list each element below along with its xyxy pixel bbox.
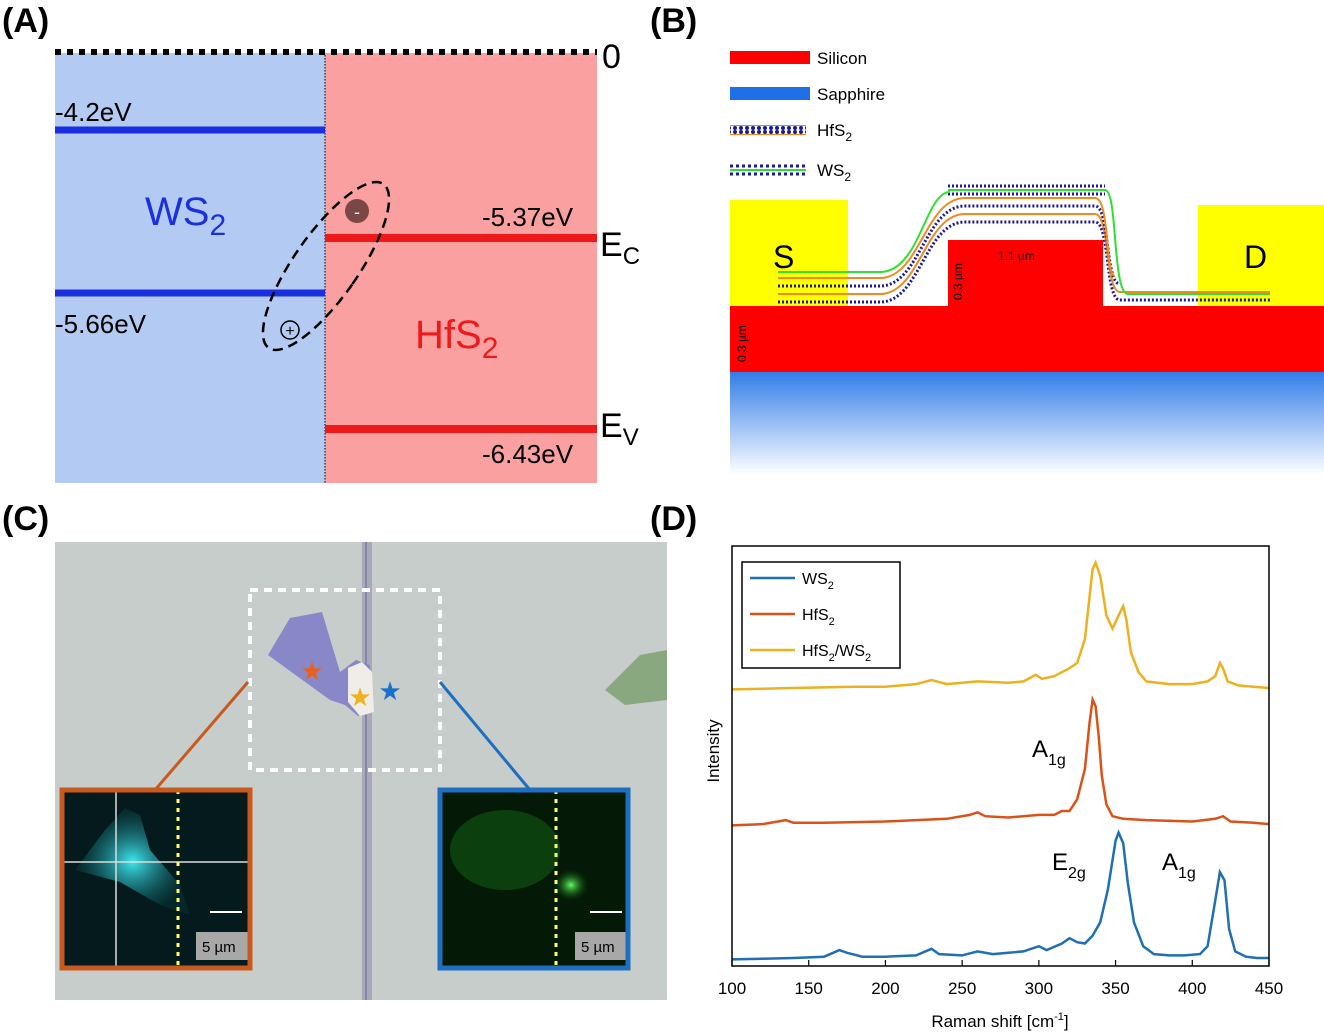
- source-label: S: [773, 239, 794, 275]
- plot-area: [731, 559, 1270, 961]
- hfs2-vb-value: -6.43eV: [482, 439, 574, 469]
- hfs2-flake: [778, 197, 1270, 304]
- x-axis-ticks: 100 150 200 250 300 350 400 450: [718, 960, 1283, 998]
- legend-entry-hfs2: HfS2: [802, 607, 835, 628]
- x-tick-label-1: 150: [795, 979, 823, 998]
- x-tick-label-2: 200: [871, 979, 899, 998]
- zoom-line-left: [153, 681, 250, 791]
- electron-icon: [345, 199, 369, 223]
- panel-label-b: (B): [650, 2, 698, 40]
- x-tick-label-0: 100: [718, 979, 746, 998]
- hole-icon: [280, 320, 300, 340]
- silicon-step: [948, 240, 1103, 308]
- drain-label: D: [1244, 239, 1267, 275]
- charge-transfer-ellipse: [261, 180, 391, 352]
- panel-label-a: (A): [2, 2, 50, 40]
- dim-step-height: 0.3 µm: [951, 263, 965, 300]
- y-axis-label: Intensity: [704, 719, 723, 783]
- silicon-layer: [730, 306, 1324, 372]
- annotation-a1g-ws2: A1g: [1162, 849, 1196, 882]
- scale-label-left: 5 µm: [202, 939, 236, 956]
- hfs2-cb-value: -5.37eV: [482, 202, 574, 232]
- sapphire-substrate: [730, 370, 1324, 475]
- legend-entry-hetero: HfS2/WS2: [802, 643, 871, 664]
- series-line-2: [731, 559, 1270, 691]
- star-orange-icon: ★: [300, 656, 323, 686]
- x-tick-label-4: 300: [1025, 979, 1053, 998]
- zero-label: 0: [602, 38, 621, 76]
- hfs2-region: [325, 53, 597, 483]
- silicon-ridge: [362, 542, 372, 1000]
- electron-symbol: -: [354, 202, 360, 222]
- ws2-flake: [778, 184, 1270, 295]
- legend-swatch-silicon: [730, 51, 810, 64]
- drain-contact: [1198, 205, 1324, 306]
- x-tick-label-3: 250: [948, 979, 976, 998]
- hfs2-flake-image: [268, 612, 372, 716]
- annotation-a1g-hfs2: A1g: [1032, 736, 1066, 769]
- band-diagram: 0 -4.2eV -5.66eV -5.37eV -6.43eV EC EV W…: [55, 38, 640, 483]
- panel-label-d: (D): [650, 500, 698, 538]
- x-tick-label-6: 400: [1178, 979, 1206, 998]
- legend-label-silicon: Silicon: [817, 49, 867, 68]
- plot-frame: [731, 545, 1270, 967]
- ws2-cb-value: -4.2eV: [55, 97, 132, 127]
- legend-label-ws2: WS2: [817, 161, 851, 184]
- zoom-line-right: [438, 681, 532, 791]
- zoom-box: [248, 588, 442, 772]
- star-yellow-icon: ★: [348, 682, 371, 712]
- ev-label: EV: [600, 407, 639, 451]
- x-tick-label-5: 350: [1101, 979, 1129, 998]
- legend-label-sapphire: Sapphire: [817, 85, 885, 104]
- pl-map-ws2: [440, 790, 628, 968]
- inset-frame-left: [59, 787, 253, 971]
- legend-swatch-hfs2: [730, 125, 806, 135]
- ec-label: EC: [600, 226, 640, 270]
- legend-label-hfs2: HfS2: [817, 121, 852, 144]
- x-axis-label: Raman shift [cm-1]: [931, 1011, 1068, 1031]
- legend-swatch-sapphire: [730, 87, 810, 100]
- heterostructure-region: [348, 662, 374, 716]
- ws2-vb-value: -5.66eV: [55, 309, 147, 339]
- series-line-0: [731, 829, 1269, 961]
- legend-swatch-ws2: [730, 164, 806, 176]
- scale-label-right: 5 µm: [581, 939, 615, 956]
- series-line-1: [731, 695, 1270, 827]
- hole-symbol: +: [285, 323, 294, 340]
- star-blue-icon: ★: [378, 676, 401, 706]
- legend-entry-ws2: WS2: [802, 571, 834, 592]
- ws2-label: WS2: [145, 190, 226, 242]
- dim-base-height: 0.3 µm: [735, 325, 749, 362]
- panel-label-c: (C): [2, 500, 50, 538]
- micrograph-background: [55, 542, 667, 1000]
- dim-step-width: 1.1 µm: [998, 249, 1035, 263]
- chart-legend: [741, 561, 901, 669]
- annotation-e2g-ws2: E2g: [1052, 849, 1086, 882]
- hfs2-label: HfS2: [415, 313, 498, 365]
- pl-map-hfs2: [62, 790, 250, 968]
- source-contact: [730, 200, 848, 306]
- background-flake: [605, 650, 667, 705]
- x-tick-label-7: 450: [1255, 979, 1283, 998]
- inset-frame-right: [437, 787, 631, 971]
- ws2-region: [55, 53, 325, 483]
